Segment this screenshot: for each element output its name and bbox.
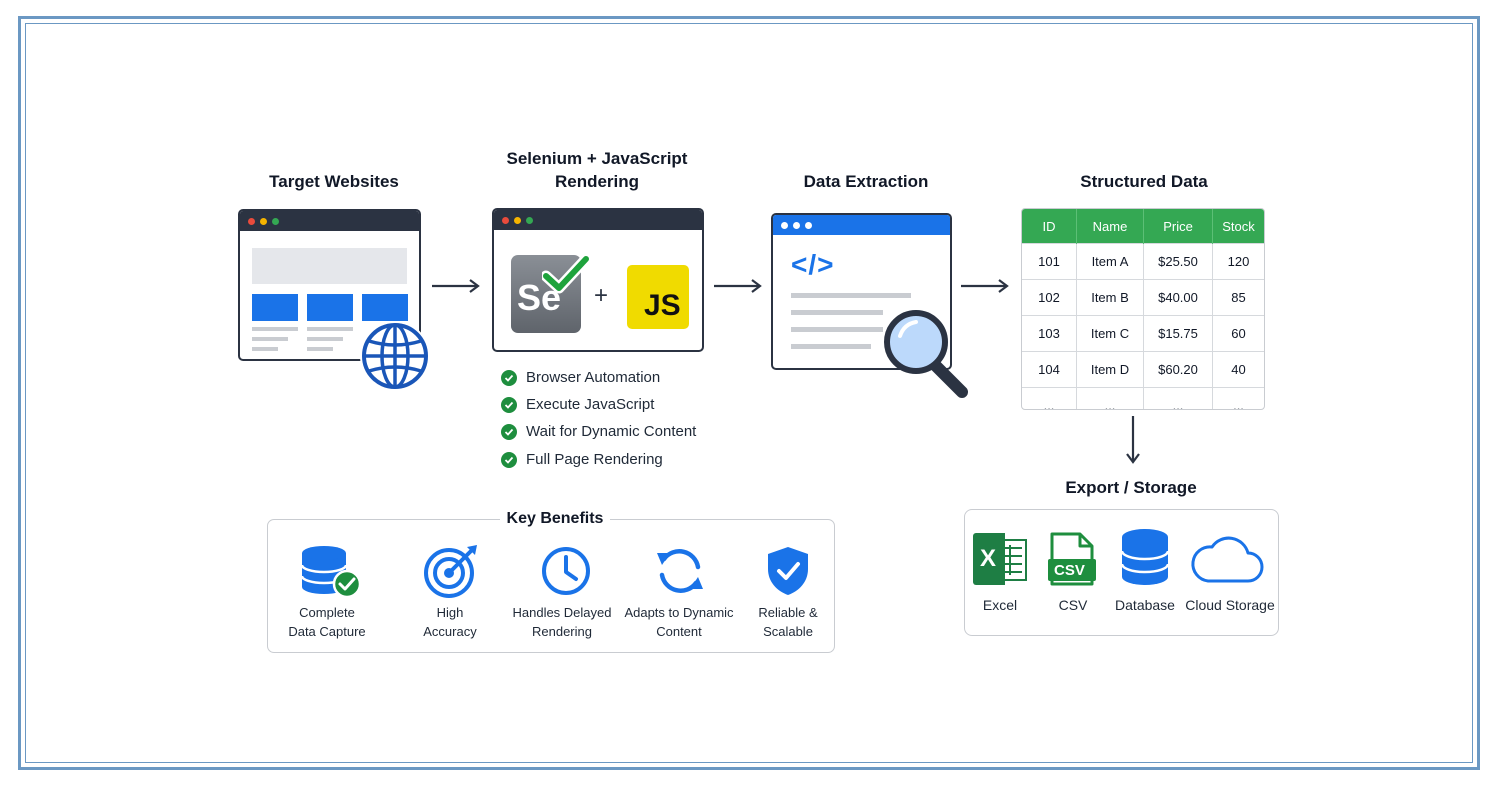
- arrow-right-icon: [961, 279, 1009, 293]
- content-block: [307, 294, 353, 321]
- window-titlebar: [773, 215, 950, 235]
- shield-check-icon: [768, 547, 808, 595]
- csv-file-icon: [1048, 532, 1096, 586]
- checkmark-icon: [542, 254, 590, 294]
- selenium-logo: Se: [511, 255, 581, 333]
- check-circle-icon: [501, 369, 517, 386]
- feature-label: Full Page Rendering: [526, 451, 663, 468]
- window-titlebar: [240, 211, 419, 231]
- feature-label: Wait for Dynamic Content: [526, 423, 697, 440]
- structured-data-title: Structured Data: [1080, 172, 1208, 191]
- export-panel: [964, 509, 1279, 636]
- feature-item: Wait for Dynamic Content: [501, 423, 696, 440]
- clock-icon: [542, 547, 590, 595]
- export-label-excel: Excel: [982, 597, 1018, 613]
- table-header: Price: [1143, 209, 1213, 244]
- outer-frame: [18, 16, 1480, 770]
- csv-badge: CSV: [1054, 562, 1085, 579]
- database-icon: [1120, 529, 1170, 585]
- arrow-right-icon: [432, 279, 480, 293]
- check-circle-icon: [501, 396, 517, 413]
- table-header: ID: [1022, 209, 1077, 244]
- cloud-icon: [1191, 536, 1264, 583]
- code-icon: </>: [791, 249, 835, 280]
- selenium-window: Se + JS: [492, 208, 704, 352]
- feature-item: Execute JavaScript: [501, 396, 654, 413]
- globe-icon: [360, 321, 430, 391]
- table-header: Stock: [1212, 209, 1264, 244]
- target-icon: [424, 545, 477, 598]
- hero-banner: [252, 248, 407, 284]
- benefit-item: Reliable &Scalable: [758, 605, 818, 639]
- check-circle-icon: [501, 451, 517, 468]
- excel-icon: X: [973, 533, 1029, 585]
- export-label-csv: CSV: [1058, 597, 1088, 613]
- content-block: [252, 294, 298, 321]
- selenium-title: Selenium + JavaScript Rendering: [467, 147, 727, 193]
- magnifier-icon: [884, 310, 968, 398]
- table-row: ............: [1022, 387, 1264, 409]
- inner-frame: [25, 23, 1473, 763]
- table-header: Name: [1076, 209, 1144, 244]
- selenium-title-line2: Rendering: [554, 172, 640, 191]
- javascript-logo: JS: [627, 265, 689, 329]
- window-titlebar: [494, 210, 702, 230]
- feature-item: Browser Automation: [501, 369, 660, 386]
- export-storage-title: Export / Storage: [1065, 478, 1197, 497]
- feature-label: Browser Automation: [526, 369, 661, 386]
- feature-label: Execute JavaScript: [526, 396, 655, 413]
- javascript-logo-text: JS: [644, 289, 681, 322]
- arrow-right-icon: [714, 279, 762, 293]
- target-websites-title: Target Websites: [269, 172, 399, 191]
- arrow-down-icon: [1126, 416, 1140, 464]
- refresh-icon: [657, 549, 703, 593]
- excel-badge: X: [980, 545, 997, 572]
- content-block: [362, 294, 408, 321]
- feature-item: Full Page Rendering: [501, 451, 663, 468]
- check-circle-icon: [501, 423, 517, 440]
- database-check-icon: [300, 546, 362, 599]
- plus-sign: +: [594, 282, 609, 309]
- selenium-title-line1: Selenium + JavaScript: [506, 149, 688, 168]
- key-benefits-title: Key Benefits: [500, 510, 610, 528]
- data-extraction-title: Data Extraction: [803, 172, 929, 191]
- export-label-database: Database: [1115, 597, 1175, 613]
- export-label-cloud: Cloud Storage: [1185, 597, 1275, 613]
